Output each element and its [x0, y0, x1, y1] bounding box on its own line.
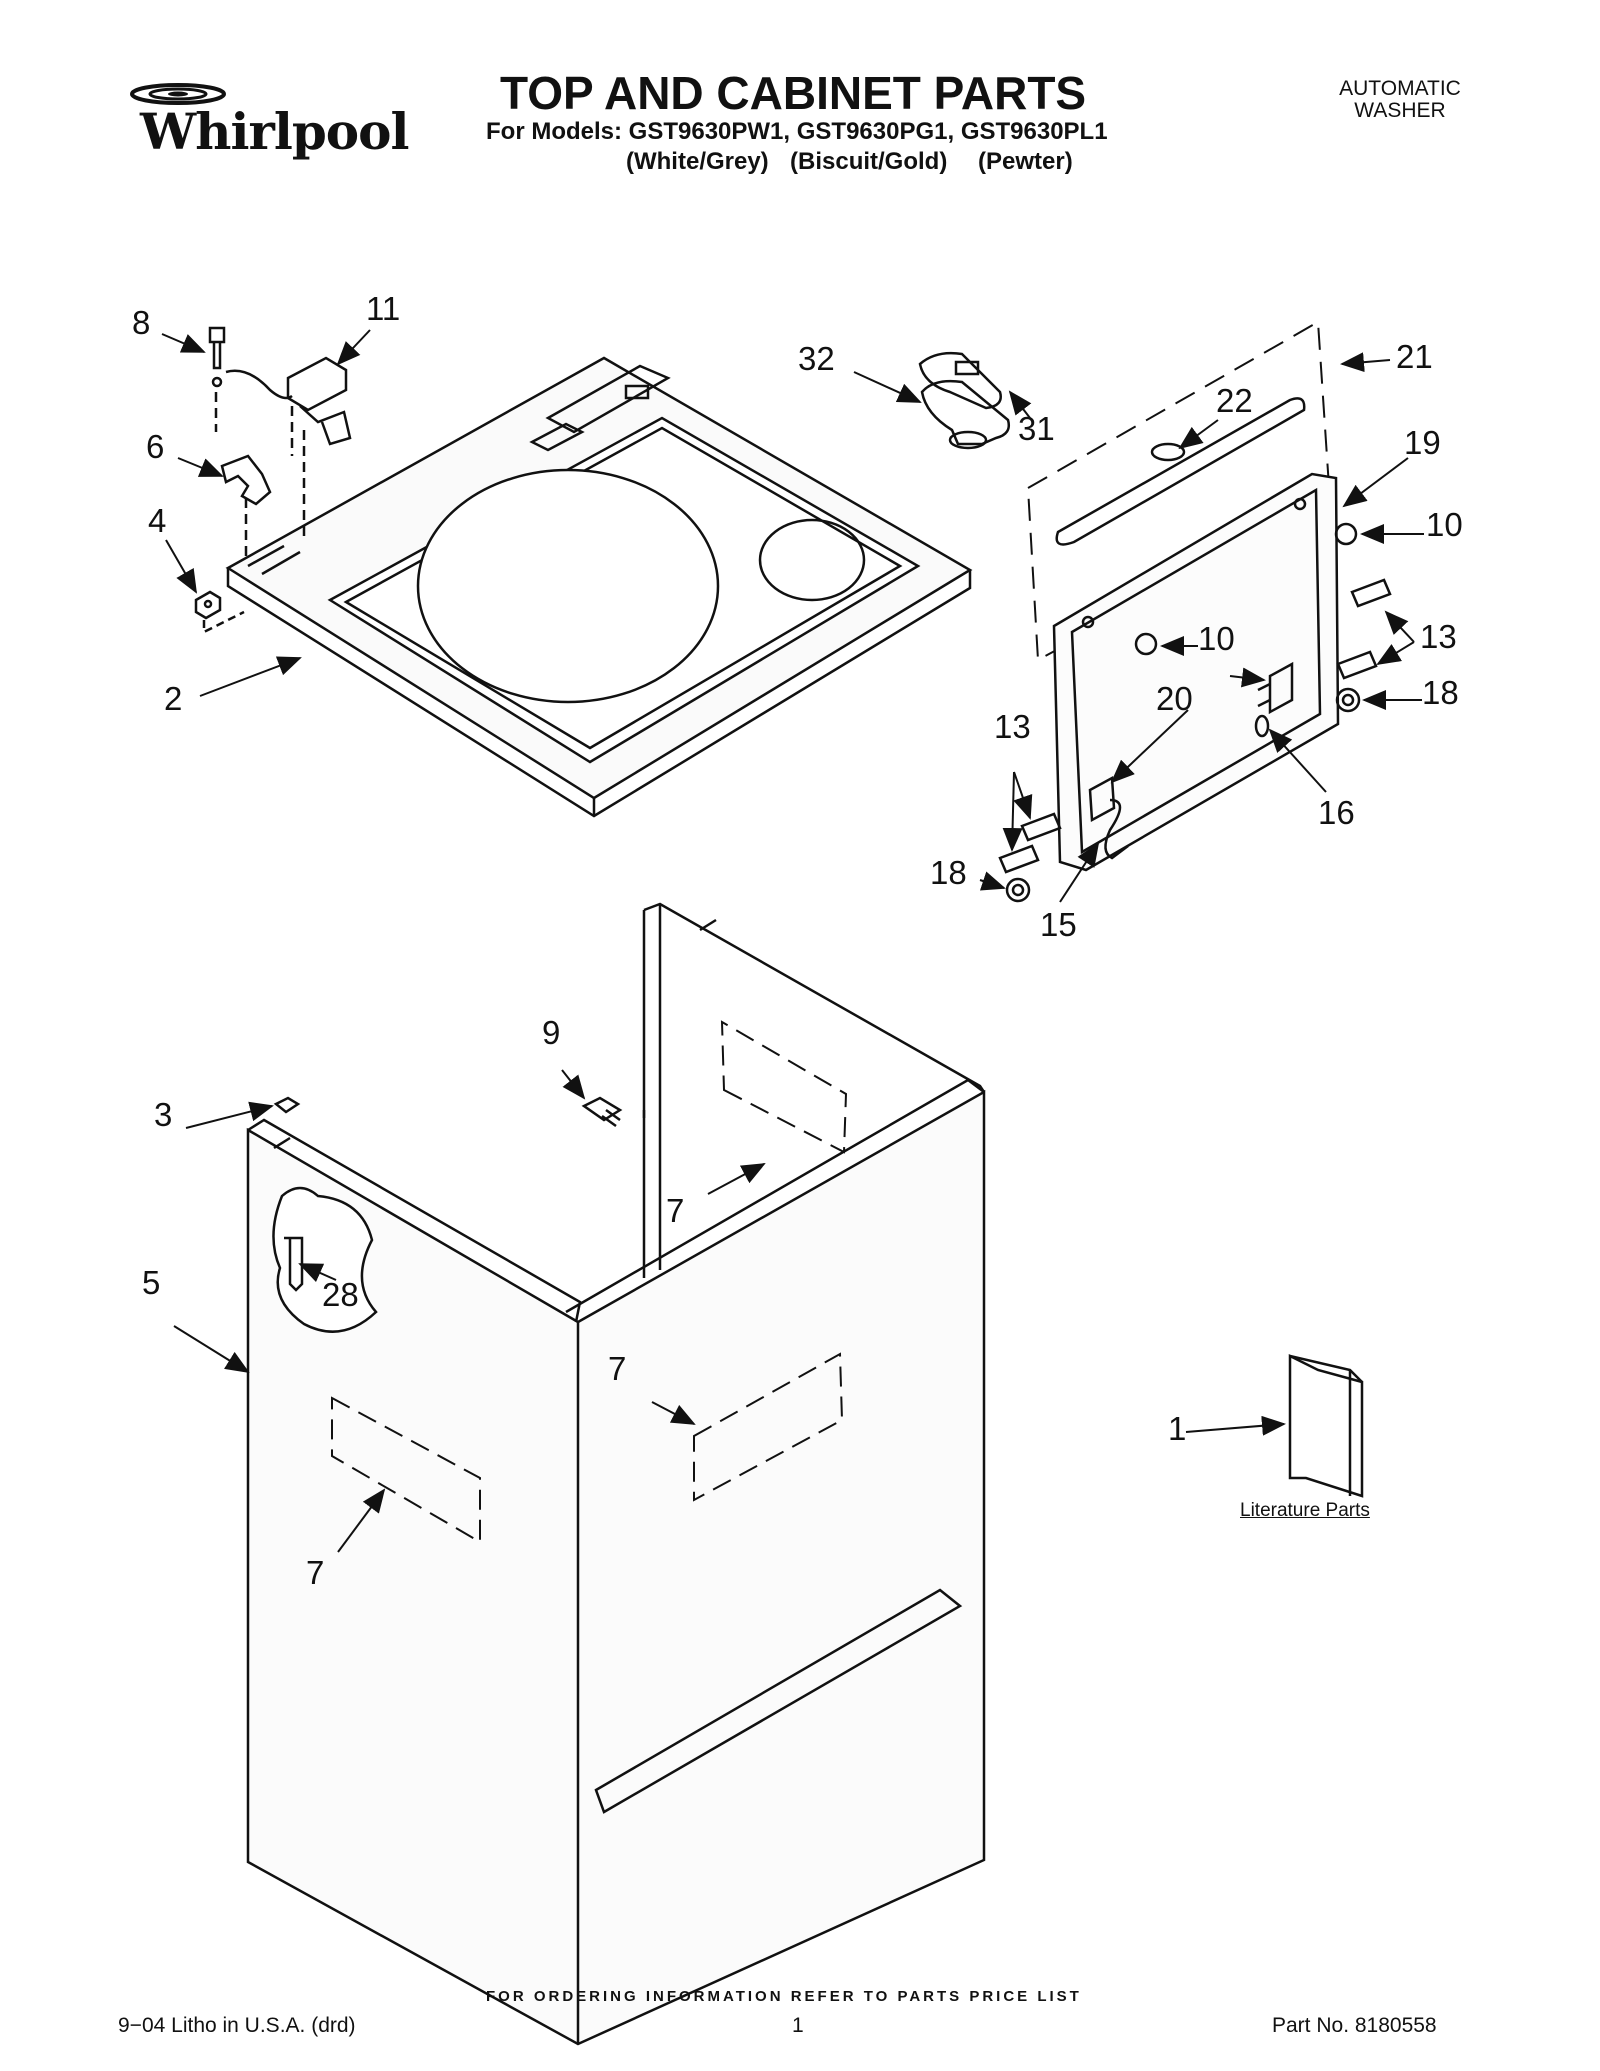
appliance-type-line1: AUTOMATIC — [1339, 77, 1461, 100]
callout-7-left: 7 — [306, 1554, 325, 1591]
callout-7-right: 7 — [608, 1350, 627, 1387]
callout-11: 11 — [366, 290, 401, 327]
appliance-type-line2: WASHER — [1354, 99, 1446, 122]
screw-part-8 — [208, 326, 226, 432]
lid-trim-part-22 — [1055, 397, 1306, 546]
page-number: 1 — [792, 2014, 804, 2037]
callout-28: 28 — [322, 1276, 359, 1313]
callout-13-left: 13 — [994, 708, 1031, 745]
callout-5: 5 — [142, 1264, 161, 1301]
callout-31: 31 — [1018, 410, 1055, 447]
callout-10-right: 10 — [1426, 506, 1463, 543]
ordering-note: FOR ORDERING INFORMATION REFER TO PARTS … — [486, 1988, 1082, 2005]
callout-leaders — [161, 329, 1424, 1553]
variant-white-grey: (White/Grey) — [626, 148, 769, 175]
whirlpool-logo: Whirlpool — [118, 78, 409, 161]
callout-9: 9 — [542, 1014, 561, 1051]
variant-biscuit-gold: (Biscuit/Gold) — [790, 148, 948, 175]
retainer-part-4 — [194, 590, 245, 635]
callout-6: 6 — [146, 428, 165, 465]
callout-32: 32 — [798, 340, 835, 377]
page-title: TOP AND CABINET PARTS — [500, 67, 1087, 119]
part-number: Part No. 8180558 — [1272, 2014, 1437, 2037]
callout-21: 21 — [1396, 338, 1433, 375]
literature-pack-part-1 — [1288, 1353, 1364, 1498]
callout-4: 4 — [148, 502, 167, 539]
literature-parts-label: Literature Parts — [1240, 1500, 1370, 1521]
callout-7-back: 7 — [666, 1192, 685, 1229]
callout-16: 16 — [1318, 794, 1355, 831]
screw-part-9 — [581, 1096, 623, 1128]
callout-18-left: 18 — [930, 854, 967, 891]
callout-15: 15 — [1040, 906, 1077, 943]
label-part-7 — [331, 1020, 848, 1544]
callout-2: 2 — [164, 680, 183, 717]
hinge-rod-part-15 — [1088, 775, 1129, 860]
wire-clip-part-6 — [220, 454, 272, 560]
clip-part-3 — [273, 1096, 301, 1114]
callout-13-right: 13 — [1420, 618, 1457, 655]
callout-3: 3 — [154, 1096, 173, 1133]
whirlpool-swirl-icon — [130, 83, 226, 105]
callout-20: 20 — [1156, 680, 1193, 717]
litho-info: 9−04 Litho in U.S.A. (drd) — [118, 2014, 356, 2037]
lid-switch-part-11 — [225, 356, 352, 540]
variant-pewter: (Pewter) — [978, 148, 1073, 175]
callout-18-right: 18 — [1422, 674, 1459, 711]
dispenser-cap-part-31-32 — [918, 351, 1010, 450]
lid-frame-part-19 — [1052, 472, 1340, 872]
bumper-part-10 — [1134, 522, 1358, 656]
hinge-part-20-16 — [1254, 661, 1294, 738]
callout-10-left: 10 — [1198, 620, 1235, 657]
appliance-type: AUTOMATIC WASHER — [1320, 78, 1480, 122]
callout-22: 22 — [1216, 382, 1253, 419]
washer-top-panel — [225, 356, 973, 818]
callout-8: 8 — [132, 304, 151, 341]
callout-1: 1 — [1168, 1410, 1187, 1447]
callout-19: 19 — [1404, 424, 1441, 461]
brand-wordmark: Whirlpool — [140, 102, 409, 161]
model-list: For Models: GST9630PW1, GST9630PG1, GST9… — [486, 118, 1108, 145]
nut-part-18 — [1005, 687, 1361, 903]
cabinet-part-5 — [246, 902, 986, 2046]
